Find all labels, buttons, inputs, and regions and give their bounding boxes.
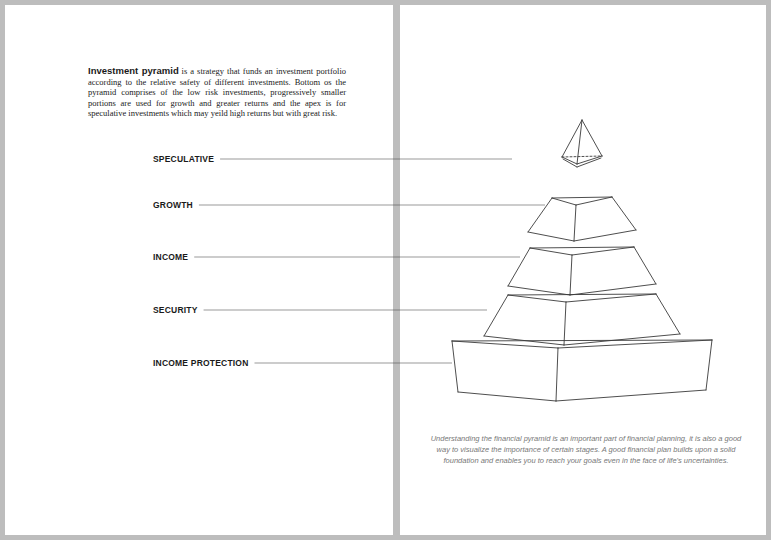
sketch-line: [552, 197, 612, 198]
sketch-line: [577, 120, 582, 164]
sketch-line: [508, 286, 570, 295]
tier-label: INCOME: [153, 252, 188, 262]
sketch-line: [582, 120, 602, 156]
sketch-line: [570, 255, 572, 295]
right-page: [400, 5, 766, 535]
sketch-line: [564, 334, 680, 345]
tier-label: SPECULATIVE: [153, 154, 214, 164]
sketch-line: [577, 158, 601, 167]
sketch-line: [458, 392, 556, 401]
sketch-line: [255, 363, 453, 364]
sketch-line: [508, 248, 530, 286]
sketch-line: [530, 247, 634, 248]
sketch-line: [552, 198, 576, 205]
sketch-line: [452, 341, 558, 348]
sketch-line: [199, 205, 545, 206]
sketch-line: [574, 230, 636, 241]
sketch-line: [634, 247, 656, 284]
sketch-line: [556, 390, 706, 401]
sketch-line: [562, 156, 602, 157]
tier-label: INCOME PROTECTION: [153, 358, 249, 368]
sketch-line: [566, 294, 656, 302]
sketch-line: [508, 295, 566, 302]
sketch-line: [204, 310, 487, 311]
sketch-line: [577, 156, 602, 164]
sketch-line: [612, 197, 636, 230]
sketch-line: [706, 340, 712, 390]
sketch-line: [558, 340, 712, 348]
sketch-line: [530, 248, 572, 255]
sketch-line: [656, 294, 680, 334]
sketch-line: [570, 284, 656, 295]
sketch-line: [220, 159, 512, 160]
sketch-line: [572, 247, 634, 255]
sketch-line: [484, 295, 508, 336]
caption: Understanding the financial pyramid is a…: [430, 433, 742, 466]
tier-label: SECURITY: [153, 305, 198, 315]
sketch-line: [556, 348, 558, 401]
sketch-line: [562, 120, 582, 157]
sketch-line: [194, 257, 520, 258]
intro-paragraph: Investment pyramidis a strategy that fun…: [88, 66, 346, 119]
sketch-line: [528, 232, 574, 241]
tier-label: GROWTH: [153, 200, 193, 210]
intro-term: Investment pyramid: [88, 65, 179, 76]
sketch-line: [576, 197, 612, 205]
sketch-line: [528, 198, 552, 232]
sketch-line: [563, 159, 577, 167]
sketch-line: [452, 341, 458, 392]
sketch-line: [574, 205, 576, 241]
sketch-line: [508, 294, 656, 295]
sketch-line: [564, 302, 566, 345]
sketch-line: [452, 340, 712, 341]
